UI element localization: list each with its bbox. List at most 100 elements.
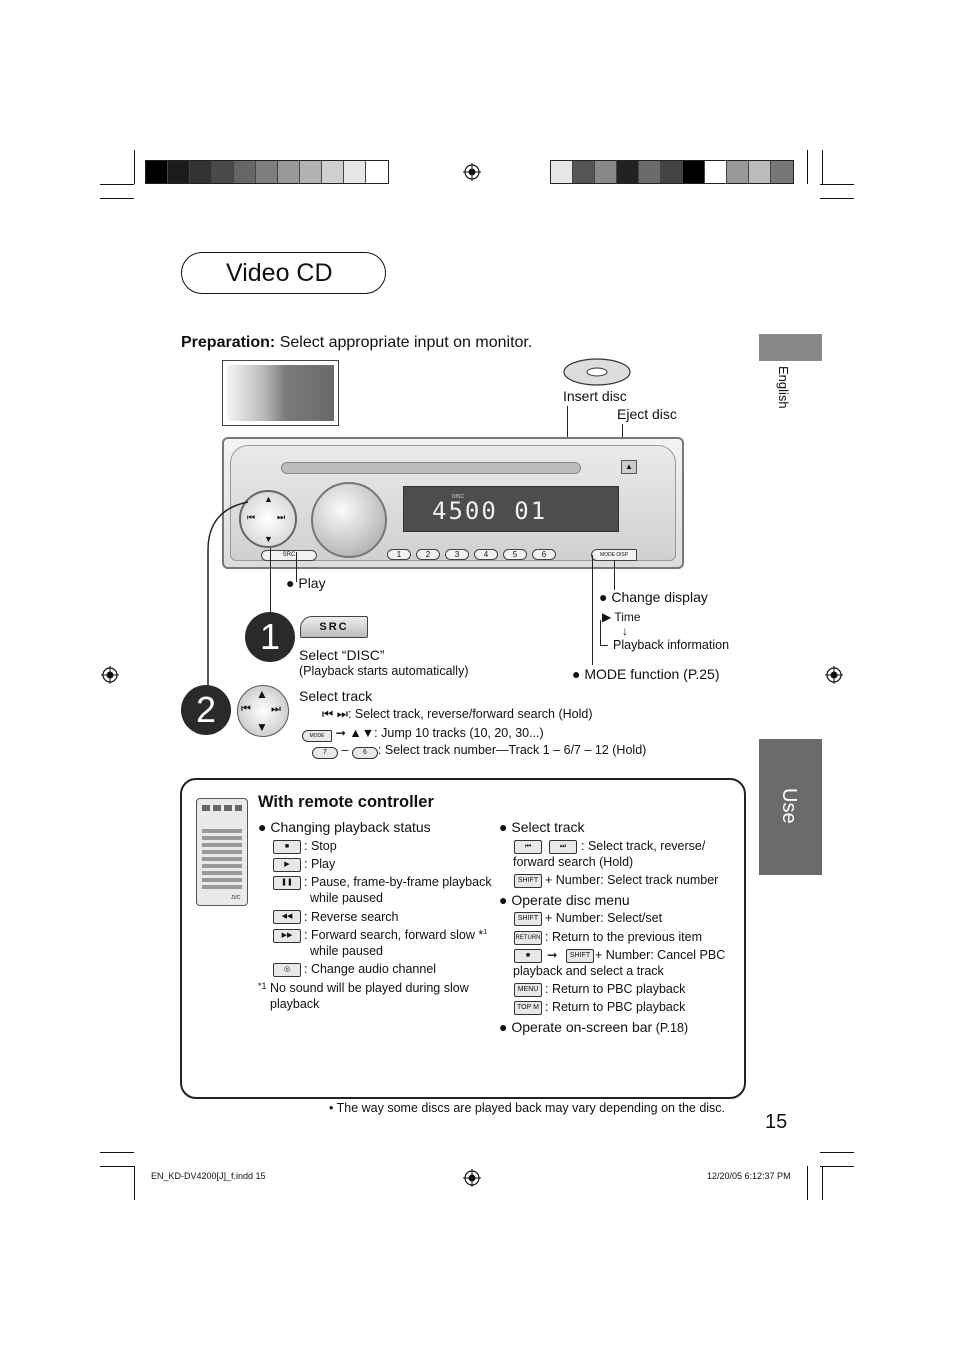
down-icon: ▼ xyxy=(264,534,273,544)
onscreen-bar-text: Operate on-screen bar xyxy=(511,1019,653,1035)
forward-footnote-ref: 1 xyxy=(483,928,488,936)
play-text: : Play xyxy=(304,857,336,871)
registration-mark-icon xyxy=(101,666,119,684)
src-button[interactable]: SRC xyxy=(261,550,317,561)
return-key-icon: RETURN xyxy=(514,931,542,945)
changing-playback-heading: Changing playback status xyxy=(258,819,430,835)
footnote-text-2: playback xyxy=(270,997,320,1011)
crop-mark xyxy=(822,1166,823,1200)
reverse-text: : Reverse search xyxy=(304,910,399,924)
pause-text: : Pause, frame-by-frame playback xyxy=(304,875,492,889)
remote-heading: With remote controller xyxy=(258,793,434,811)
down-arrow-icon: ▼ xyxy=(256,720,268,734)
operate-disc-menu-heading: Operate disc menu xyxy=(499,892,629,908)
remote-control-illustration: JVC xyxy=(196,798,248,906)
number-button[interactable]: 5 xyxy=(503,549,527,560)
change-display-label: Change display xyxy=(599,589,708,605)
playback-info-label: Playback information xyxy=(613,638,730,652)
registration-mark-icon xyxy=(825,666,843,684)
onscreen-bar-heading: Operate on-screen bar (P.18) xyxy=(499,1019,688,1035)
mode-function-label: MODE function (P.25) xyxy=(572,666,719,682)
step-2-line-2-text: : Jump 10 tracks (10, 20, 30...) xyxy=(374,726,544,740)
callout-line xyxy=(296,552,297,582)
connector-line xyxy=(207,501,249,688)
disp-label: DISP xyxy=(616,552,629,558)
disc-slot[interactable] xyxy=(281,462,581,474)
number-button[interactable]: 1 xyxy=(387,549,411,560)
disc-icon xyxy=(563,358,631,386)
preparation-text: Select appropriate input on monitor. xyxy=(275,334,533,351)
step-1-number: 1 xyxy=(245,612,295,662)
stop-key-icon: ■ xyxy=(514,949,542,963)
callout-line xyxy=(614,560,615,590)
select-track-desc-2: forward search (Hold) xyxy=(513,855,634,869)
bracket-line xyxy=(600,620,601,646)
section-tab-label: Use xyxy=(778,788,800,824)
cancel-pbc-text: + Number: Cancel PBC xyxy=(595,948,726,962)
monitor-illustration xyxy=(222,360,339,426)
menu-key-icon: MENU xyxy=(514,983,542,997)
select-track-heading: Select track xyxy=(499,819,584,835)
arrow-down-icon: ↓ xyxy=(622,624,628,638)
pause-text-2: while paused xyxy=(310,891,383,905)
up-icon: ▲ xyxy=(264,494,273,504)
shift-select-text: + Number: Select/set xyxy=(545,911,663,925)
time-text: Time xyxy=(614,610,641,624)
color-bar-left xyxy=(145,160,389,184)
registration-mark-icon xyxy=(463,163,481,181)
step-2-title: Select track xyxy=(299,688,373,704)
eject-button[interactable]: ▲ xyxy=(621,460,637,474)
footer-note: • The way some discs are played back may… xyxy=(329,1101,726,1115)
registration-mark-icon xyxy=(463,1169,481,1187)
footnote-mark: *1 xyxy=(258,981,267,991)
preparation-line: Preparation: Select appropriate input on… xyxy=(181,334,532,352)
section-tab-use xyxy=(759,739,822,875)
crop-mark xyxy=(100,198,134,199)
control-pad-icon: ▲ ▼ ⏮ ⏭ xyxy=(237,685,289,737)
prev-track-icon: ⏮ xyxy=(241,703,251,715)
topm-return-text: : Return to PBC playback xyxy=(545,1000,686,1014)
page-title-box: Video CD xyxy=(181,252,386,294)
crop-mark xyxy=(100,1166,134,1167)
key-6-icon: 6 xyxy=(351,747,378,759)
step-2-line-2: MODE ➞ ▲▼: Jump 10 tracks (10, 20, 30...… xyxy=(302,725,544,742)
topm-key-icon: TOP M xyxy=(514,1001,542,1015)
step-2-line-3-text: : Select track number—Track 1 – 6/7 – 12… xyxy=(377,743,647,757)
slug-left: EN_KD-DV4200[J]_f.indd 15 xyxy=(151,1171,266,1181)
forward-key-icon: ▶▶ xyxy=(273,929,301,943)
number-button[interactable]: 4 xyxy=(474,549,498,560)
shift-key-icon: SHIFT xyxy=(514,912,542,926)
number-button[interactable]: 2 xyxy=(416,549,440,560)
crop-mark xyxy=(100,1152,134,1153)
step-2-line-1: ⏮ ⏭: Select track, reverse/forward searc… xyxy=(322,707,593,722)
step-2-line-3: 7 – 6: Select track number—Track 1 – 6/7… xyxy=(312,743,646,759)
step-2-line-1-text: : Select track, reverse/forward search (… xyxy=(347,707,593,721)
forward-text: : Forward search, forward slow *1 xyxy=(304,928,487,942)
page-number: 15 xyxy=(765,1111,788,1133)
time-label: ▶ Time xyxy=(602,610,641,624)
pause-key-icon: ❚❚ xyxy=(273,876,301,890)
volume-knob[interactable] xyxy=(311,482,387,558)
step-1-note: (Playback starts automatically) xyxy=(299,664,469,678)
number-button[interactable]: 6 xyxy=(532,549,556,560)
control-pad[interactable]: ⏮ ⏭ ▲ ▼ xyxy=(239,490,297,548)
color-bar-right xyxy=(550,160,794,184)
skip-icons: ⏮ ⏭ xyxy=(322,707,348,721)
number-button[interactable]: 3 xyxy=(445,549,469,560)
src-key-icon: SRC xyxy=(300,616,368,638)
display-digits: 4500 01 xyxy=(432,497,548,525)
audio-text: : Change audio channel xyxy=(304,962,437,976)
callout-line xyxy=(567,406,568,462)
cancel-pbc-text-2: playback and select a track xyxy=(513,964,664,978)
crop-mark xyxy=(820,198,854,199)
prev-icon: ⏮ xyxy=(247,512,256,522)
callout-line xyxy=(270,548,271,616)
menu-return-text: : Return to PBC playback xyxy=(545,982,686,996)
onscreen-bar-ref: (P.18) xyxy=(652,1021,689,1035)
play-key-icon: ▶ xyxy=(273,858,301,872)
up-arrow-icon: ▲ xyxy=(256,687,268,701)
crop-mark xyxy=(820,184,854,185)
remote-controller-panel xyxy=(180,778,746,1099)
shift-key-icon: SHIFT xyxy=(566,949,594,963)
key-7-icon: 7 xyxy=(312,747,338,759)
